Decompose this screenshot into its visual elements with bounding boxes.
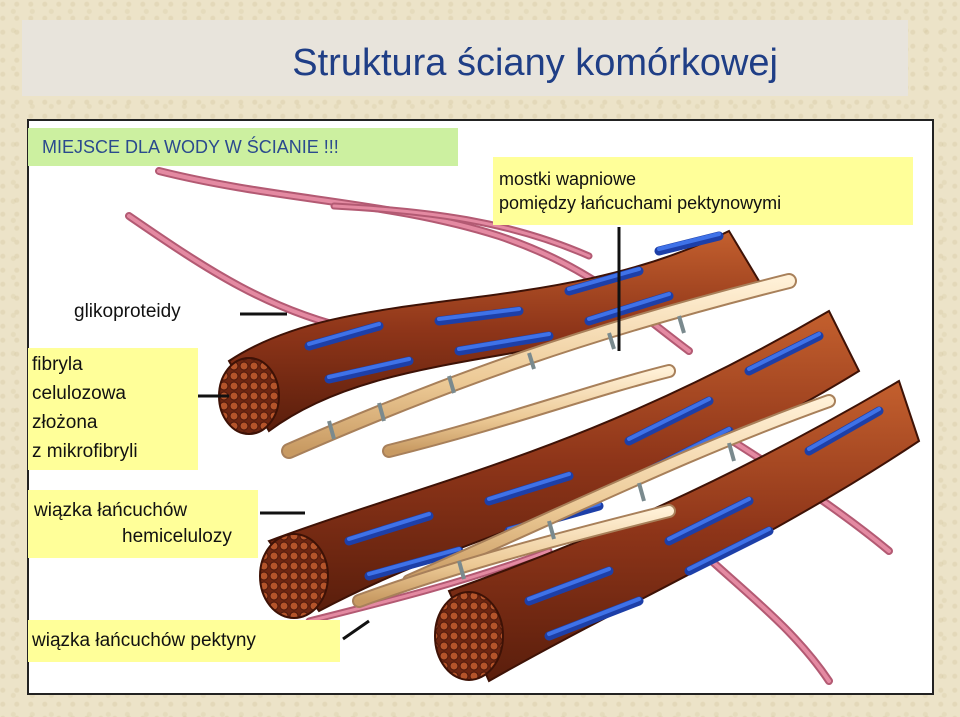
- leader-lines: [197, 227, 621, 641]
- fibril-label-line2: celulozowa: [32, 383, 126, 404]
- hemicellulose-label-line2: hemicelulozy: [122, 526, 232, 547]
- fibril-label-line3: złożona: [32, 412, 98, 433]
- page-title: Struktura ściany komórkowej: [292, 42, 778, 84]
- calcium-bridges-label-line2: pomiędzy łańcuchami pektynowymi: [499, 193, 782, 213]
- calcium-bridges: [327, 315, 736, 580]
- title-bar: Struktura ściany komórkowej: [22, 20, 908, 96]
- cell-wall-diagram: [125, 167, 921, 685]
- fibril-label-line4: z mikrofibryli: [32, 441, 138, 462]
- pectin-label: wiązka łańcuchów pektyny: [28, 620, 340, 662]
- glycoproteins-label: glikoproteidy: [74, 301, 181, 322]
- hemicellulose-chains: [281, 273, 836, 608]
- calcium-bridges-label: mostki wapniowe pomiędzy łańcuchami pekt…: [493, 157, 913, 225]
- hemicellulose-label: wiązka łańcuchów hemicelulozy: [28, 490, 258, 558]
- cellulose-fibril-bottom: [434, 379, 921, 683]
- cellulose-fibril-top: [218, 229, 761, 435]
- cellulose-fibril-label: fibryla celulozowa złożona z mikrofibryl…: [28, 348, 198, 470]
- hemicellulose-label-line1: wiązka łańcuchów: [34, 500, 188, 521]
- fibril-label-line1: fibryla: [32, 354, 83, 375]
- calcium-bridges-label-line1: mostki wapniowe: [499, 169, 637, 189]
- water-space-label: MIEJSCE DLA WODY W ŚCIANIE !!!: [28, 128, 458, 166]
